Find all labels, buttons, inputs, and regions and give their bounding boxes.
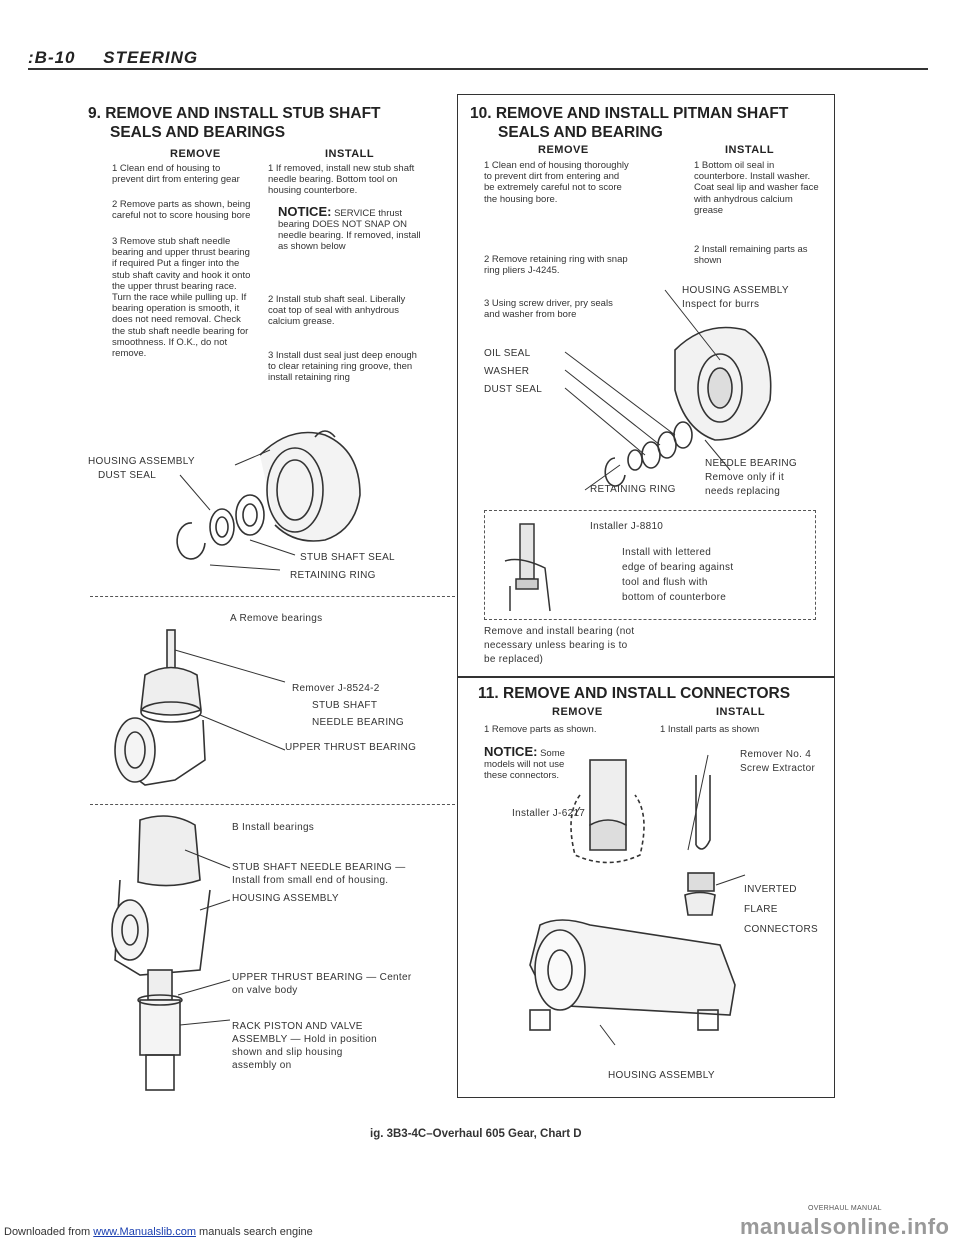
figure-caption: ig. 3B3-4C–Overhaul 605 Gear, Chart D	[370, 1128, 582, 1140]
download-footer: Downloaded from www.Manualslib.com manua…	[4, 1226, 313, 1238]
fig1-retaining-label: RETAINING RING	[290, 570, 376, 581]
fig10-remove-only-1: Remove only if it	[705, 472, 785, 483]
right-remove-step-2: 2 Remove retaining ring with snap ring p…	[484, 254, 628, 277]
install-bearings-illustration	[111, 815, 231, 1091]
figB-rack-label-2: ASSEMBLY — Hold in position	[232, 1034, 378, 1045]
sec11-top-rule	[457, 676, 835, 678]
footer-downloaded-text: Downloaded from	[4, 1226, 91, 1238]
figB-upper-label-1: UPPER THRUST BEARING — Center	[232, 972, 412, 983]
sec11-remover-label-2: Screw Extractor	[740, 763, 816, 774]
figB-caption: B Install bearings	[232, 822, 315, 833]
left-divider-2	[90, 804, 455, 805]
fig10-washer-label: WASHER	[484, 366, 530, 377]
left-remove-step-1: 1 Clean end of housing to prevent dirt f…	[112, 163, 240, 186]
installer-line-2: edge of bearing against	[622, 562, 734, 573]
remove-bearings-illustration	[114, 629, 286, 786]
sec11-remover-label-1: Remover No. 4	[740, 749, 812, 760]
sec11-remove-step: 1 Remove parts as shown.	[484, 724, 597, 735]
section-title: STEERING	[103, 48, 199, 67]
sec11-remove-heading: REMOVE	[552, 706, 603, 718]
right-column-box	[457, 94, 835, 1098]
installer-title: Installer J-8810	[590, 521, 664, 532]
left-section-title: 9. REMOVE AND INSTALL STUB SHAFT SEALS A…	[88, 105, 381, 141]
sec11-inverted-label-3: CONNECTORS	[744, 924, 818, 935]
sec11-notice-text-2: models will not use	[484, 759, 565, 770]
sec11-installer-label: Installer J-6217	[512, 808, 586, 819]
sec11-housing-label: HOUSING ASSEMBLY	[608, 1070, 715, 1081]
fig1-dust-seal-label: DUST SEAL	[98, 470, 157, 481]
figB-upper-label-2: on valve body	[232, 985, 298, 996]
figA-needle-label: NEEDLE BEARING	[312, 717, 405, 728]
left-divider-1	[90, 596, 455, 597]
figA-caption: A Remove bearings	[230, 613, 323, 624]
header-rule	[28, 68, 928, 70]
left-install-heading: INSTALL	[325, 148, 375, 160]
left-remove-step-3: 3 Remove stub shaft needle bearing and u…	[112, 236, 251, 360]
sec11-inverted-label-1: INVERTED	[744, 884, 797, 895]
bearing-note-3: be replaced)	[484, 654, 544, 665]
pitman-seal-illustration	[564, 289, 772, 491]
fig10-oil-seal-label: OIL SEAL	[484, 348, 531, 359]
fig1-stub-seal-label: STUB SHAFT SEAL	[300, 552, 395, 563]
figA-upper-label: UPPER THRUST BEARING	[285, 742, 417, 753]
figB-rack-label-3: shown and slip housing	[232, 1047, 343, 1058]
right-install-step-2: 2 Install remaining parts as shown	[694, 244, 808, 267]
left-install-step-2: 2 Install stub shaft seal. Liberally coa…	[268, 294, 406, 328]
stub-shaft-seal-illustration	[176, 430, 361, 571]
figB-rack-label-4: assembly on	[232, 1060, 292, 1071]
bearing-note-1: Remove and install bearing (not	[484, 626, 635, 637]
footer-manualslib-link[interactable]: www.Manualslib.com	[93, 1226, 196, 1238]
sec11-notice: NOTICE: Some models will not use these c…	[484, 744, 604, 781]
left-remove-step-2: 2 Remove parts as shown, being careful n…	[112, 199, 251, 222]
fig10-inspect-label: Inspect for burrs	[682, 299, 760, 310]
sec11-inverted-label-2: FLARE	[744, 904, 778, 915]
figB-housing-label: HOUSING ASSEMBLY	[232, 893, 339, 904]
figB-rack-label-1: RACK PISTON AND VALVE	[232, 1021, 363, 1032]
fig10-needle-label: NEEDLE BEARING	[705, 458, 798, 469]
right-install-heading: INSTALL	[725, 144, 775, 156]
right-install-step-1: 1 Bottom oil seal in counterbore. Instal…	[694, 160, 819, 216]
left-remove-heading: REMOVE	[170, 148, 221, 160]
fig10-retaining-label: RETAINING RING	[590, 484, 676, 495]
installer-line-1: Install with lettered	[622, 547, 712, 558]
sec11-notice-text-1: Some	[540, 748, 565, 759]
left-notice: NOTICE: SERVICE thrust bearing DOES NOT …	[278, 204, 428, 252]
footer-watermark[interactable]: manualsonline.info	[740, 1214, 950, 1239]
sec11-install-heading: INSTALL	[716, 706, 766, 718]
figA-remover-label: Remover J-8524-2	[292, 683, 380, 694]
sec11-notice-label: NOTICE:	[484, 744, 538, 759]
figA-stub-label: STUB SHAFT	[312, 700, 378, 711]
left-notice-text: SERVICE thrust bearing DOES NOT SNAP ON …	[278, 208, 421, 252]
sec11-notice-text-3: these connectors.	[484, 770, 559, 781]
right-section-title: 10. REMOVE AND INSTALL PITMAN SHAFT SEAL…	[470, 105, 789, 141]
figB-needle-label-2: Install from small end of housing.	[232, 875, 389, 886]
installer-line-3: tool and flush with	[622, 577, 708, 588]
fig1-housing-label: HOUSING ASSEMBLY	[88, 456, 195, 467]
connector-illustration	[529, 754, 746, 1046]
right-remove-heading: REMOVE	[538, 144, 589, 156]
installer-tool-icon	[504, 523, 551, 612]
bearing-note-2: necessary unless bearing is to	[484, 640, 628, 651]
footer-rest-text: manuals search engine	[199, 1226, 313, 1238]
fig10-remove-only-2: needs replacing	[705, 486, 781, 497]
installer-line-4: bottom of counterbore	[622, 592, 727, 603]
installer-dashed-box	[484, 510, 816, 620]
page-code: :B-10	[28, 48, 76, 67]
footer-stamp: OVERHAUL MANUAL	[808, 1205, 882, 1212]
right-remove-step-1: 1 Clean end of housing thoroughly to pre…	[484, 160, 629, 205]
sec11-title: 11. REMOVE AND INSTALL CONNECTORS	[478, 685, 791, 702]
sec11-install-step: 1 Install parts as shown	[660, 724, 760, 735]
left-install-step-1: 1 If removed, install new stub shaft nee…	[268, 163, 415, 197]
left-install-step-3: 3 Install dust seal just deep enough to …	[268, 350, 417, 384]
page-header: :B-10 STEERING	[28, 48, 220, 68]
left-notice-label: NOTICE:	[278, 204, 332, 219]
right-remove-step-3: 3 Using screw driver, pry seals and wash…	[484, 298, 613, 321]
fig10-housing-label: HOUSING ASSEMBLY	[682, 285, 789, 296]
fig10-dust-seal-label: DUST SEAL	[484, 384, 543, 395]
figB-needle-label-1: STUB SHAFT NEEDLE BEARING —	[232, 862, 406, 873]
